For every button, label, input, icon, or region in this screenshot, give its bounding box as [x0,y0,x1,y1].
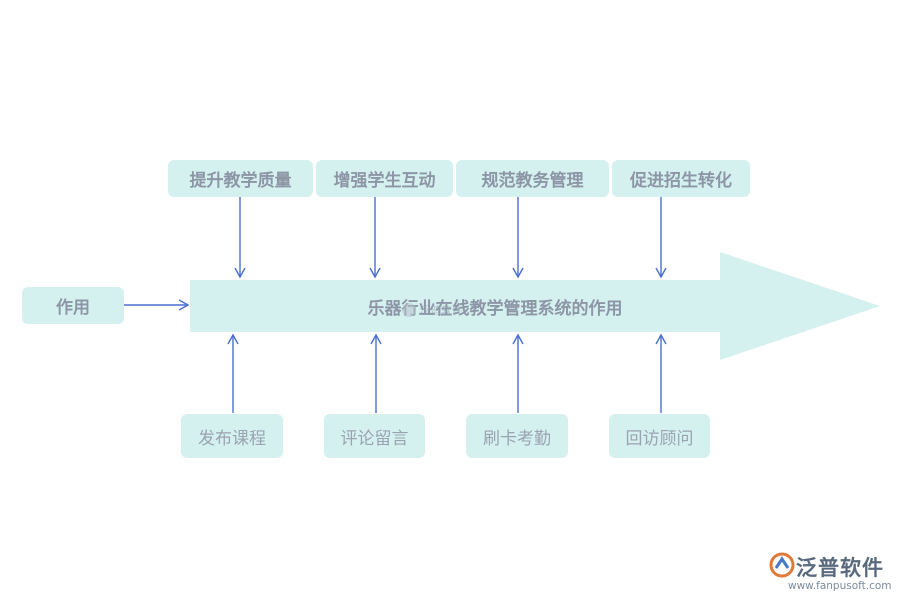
bottom-box-2: 评论留言 [324,414,425,458]
watermark-logo-icon [402,303,416,317]
logo-mark-icon [769,552,795,578]
logo-url: www.fanpusoft.com [788,580,892,592]
bottom-box-3: 刷卡考勤 [466,414,568,458]
bottom-box-4: 回访顾问 [609,414,710,458]
bottom-box-1: 发布课程 [181,414,283,458]
main-arrow-shape [190,252,880,360]
top-box-1: 提升教学质量 [168,160,313,197]
watermark-text: 泛普软件 [419,304,463,317]
main-title: 乐器行业在线教学管理系统的作用 [367,298,623,319]
center-watermark: 泛普软件 [402,302,463,318]
top-box-3: 规范教务管理 [456,160,609,197]
top-box-4: 促进招生转化 [612,160,750,197]
logo-name: 泛普软件 [796,556,884,580]
brand-logo: 泛普软件 www.fanpusoft.com [768,551,892,595]
top-box-2: 增强学生互动 [316,160,453,197]
left-box: 作用 [22,287,124,324]
